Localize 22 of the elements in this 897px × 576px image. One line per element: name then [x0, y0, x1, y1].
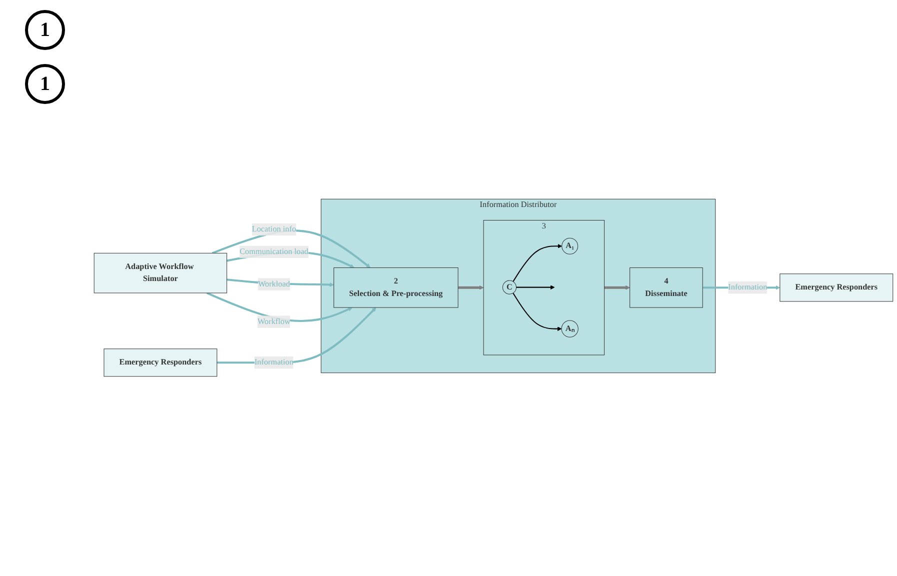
arrow — [512, 293, 562, 332]
arrow — [216, 308, 376, 364]
node-box: 2 Selection & Pre-processing — [334, 268, 458, 308]
callout-number: 1 — [25, 64, 65, 104]
node-box: Emergency Responders — [104, 348, 218, 377]
edge-label: Location info — [252, 225, 296, 234]
edge-label: Workflow — [257, 317, 290, 326]
edge-label: Workload — [258, 280, 290, 289]
node-box: Adaptive Workflow Simulator — [94, 253, 228, 294]
node-circle: A₁ — [562, 238, 578, 255]
node-circle: C — [502, 280, 517, 295]
callout-number: 1 — [25, 10, 65, 50]
edge-label: Communication load — [240, 248, 308, 256]
node-box: Emergency Responders — [780, 274, 894, 302]
arrow — [516, 285, 555, 290]
edge-label: Information — [254, 358, 294, 367]
edge-label: Information — [728, 283, 768, 292]
node-circle: Aₙ — [561, 320, 578, 338]
node-box: 4 Disseminate — [630, 268, 703, 308]
arrow — [458, 286, 484, 290]
arrow — [512, 244, 562, 282]
arrow — [604, 286, 630, 290]
